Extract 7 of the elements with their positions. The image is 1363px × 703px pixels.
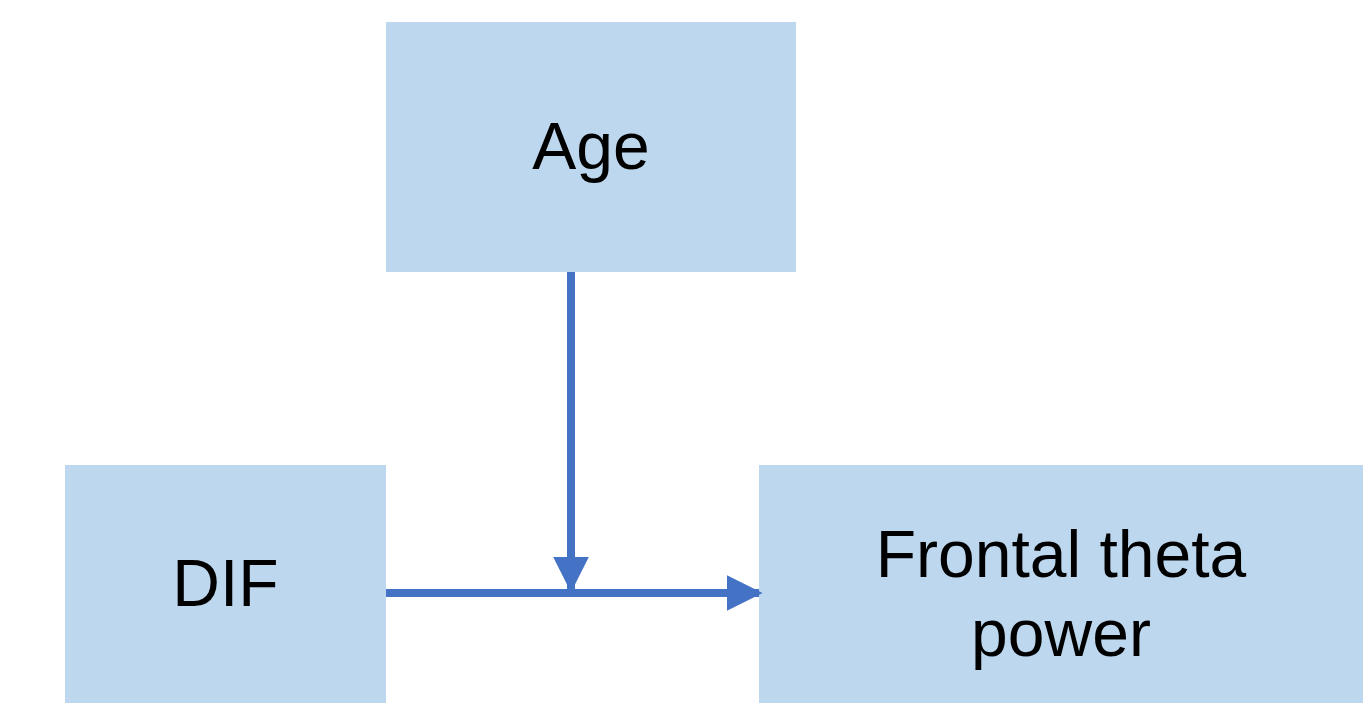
arrow xyxy=(386,575,763,611)
variable-box xyxy=(759,465,1363,703)
box-label: Age xyxy=(532,108,650,186)
box-label: DIF xyxy=(172,545,279,623)
variable-box xyxy=(386,22,796,272)
box-label: Frontal theta power xyxy=(874,515,1248,672)
variable-box xyxy=(65,465,386,703)
